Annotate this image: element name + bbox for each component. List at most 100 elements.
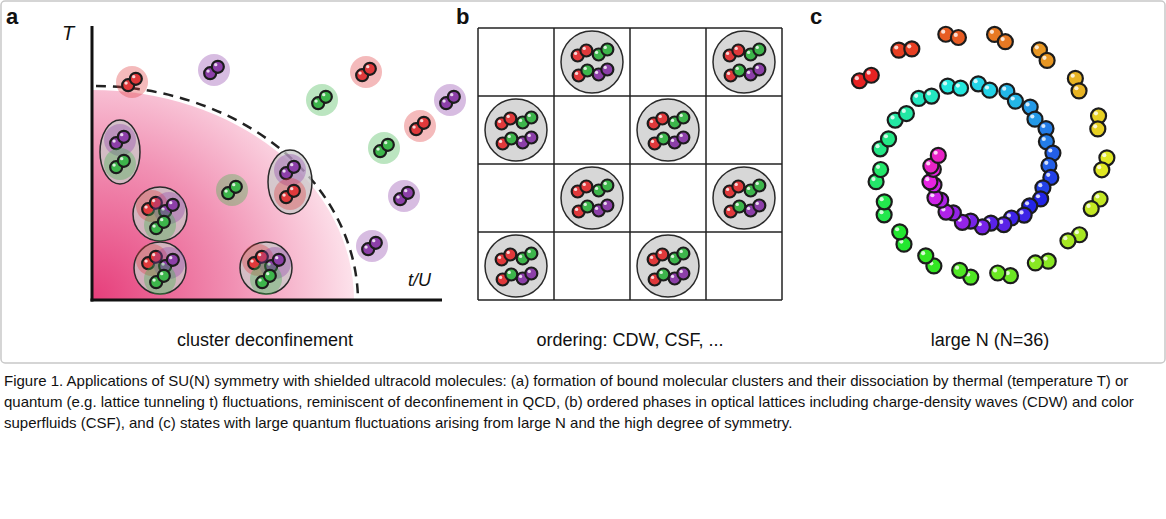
molecule-atom (677, 112, 689, 124)
atom-highlight (132, 75, 135, 78)
molecule-halo (274, 178, 306, 210)
molecule-halo (434, 84, 466, 116)
axis-label: t/U (408, 270, 458, 291)
molecular-cluster (100, 120, 140, 184)
atom-highlight (1071, 74, 1075, 78)
molecule-atom (1090, 121, 1105, 136)
molecule-atom (448, 91, 460, 103)
atom-highlight (1031, 258, 1035, 262)
atom-highlight (575, 72, 578, 75)
molecule-atom (733, 201, 745, 213)
atom-highlight (930, 193, 934, 197)
atom-highlight (583, 47, 586, 50)
atom-highlight (756, 46, 759, 49)
molecule-halo (104, 148, 136, 180)
molecular-cluster (561, 31, 623, 93)
atom-highlight (726, 188, 729, 191)
atom-highlight (595, 71, 598, 74)
atom-highlight (1038, 183, 1042, 187)
atom-highlight (921, 251, 925, 255)
atom-highlight (680, 134, 683, 137)
molecule-atom (212, 61, 224, 73)
atom-highlight (519, 275, 522, 278)
figure-frame (1, 1, 1165, 363)
atom-highlight (120, 133, 123, 136)
panel-title: large N (N=36) (860, 330, 1120, 351)
atom-highlight (735, 47, 738, 50)
atom-highlight (412, 125, 415, 128)
panel-letter: b (456, 4, 480, 30)
atom-highlight (1046, 173, 1050, 177)
molecular-cluster (637, 99, 699, 161)
atom-highlight (266, 272, 269, 275)
molecule-atom (601, 200, 613, 212)
molecule-atom (656, 249, 668, 261)
molecule-atom (657, 269, 669, 281)
atom-highlight (1042, 56, 1046, 60)
atom-highlight (1044, 161, 1048, 165)
atom-highlight (404, 189, 407, 192)
atom-highlight (574, 52, 577, 55)
atom-highlight (314, 99, 317, 102)
atom-highlight (660, 271, 663, 274)
atom-highlight (152, 224, 155, 227)
molecule-atom (990, 266, 1005, 281)
atom-highlight (282, 193, 285, 196)
lattice-line (705, 28, 707, 300)
atom-highlight (376, 147, 379, 150)
atom-highlight (224, 189, 227, 192)
atom-highlight (528, 114, 531, 117)
atom-highlight (875, 144, 879, 148)
label-holder: t/U (408, 270, 458, 291)
molecule-halo (404, 110, 436, 142)
atom-highlight (498, 256, 501, 259)
phase-boundary (96, 86, 358, 300)
tunneling-axis (91, 299, 443, 302)
molecule-atom (753, 44, 765, 56)
molecular-cluster (485, 99, 547, 161)
molecule-atom (1084, 201, 1099, 216)
atom-highlight (855, 76, 859, 80)
molecule-atom (118, 155, 130, 167)
atom-highlight (943, 81, 947, 85)
molecule-atom (525, 132, 537, 144)
molecule-atom (924, 89, 939, 104)
molecule-atom (130, 73, 142, 85)
molecule-atom (899, 106, 914, 121)
atom-highlight (519, 119, 522, 122)
atom-highlight (671, 119, 674, 122)
atom-highlight (890, 115, 894, 119)
molecule-atom (230, 181, 242, 193)
atom-highlight (206, 69, 209, 72)
atom-highlight (604, 202, 607, 205)
atom-highlight (650, 120, 653, 123)
molecule-atom (264, 270, 276, 282)
molecule-halo (116, 66, 148, 98)
atom-highlight (575, 208, 578, 211)
atom-highlight (528, 250, 531, 253)
atom-highlight (659, 251, 662, 254)
axis-label: T (62, 22, 86, 45)
atom-highlight (1048, 148, 1052, 152)
panel-letter: a (6, 4, 30, 30)
molecule-atom (1008, 94, 1023, 109)
atom-highlight (1001, 37, 1005, 41)
panel-title: ordering: CDW, CSF, ... (480, 330, 780, 351)
atom-highlight (604, 66, 607, 69)
atom-highlight (144, 205, 147, 208)
atom-highlight (999, 220, 1003, 224)
atom-highlight (1097, 165, 1101, 169)
atom-highlight (1035, 45, 1039, 49)
molecule-atom (158, 270, 170, 282)
atom-highlight (1030, 114, 1034, 118)
atom-highlight (880, 197, 884, 201)
atom-highlight (671, 275, 674, 278)
molecule-halo (144, 209, 176, 241)
molecule-atom (732, 45, 744, 57)
atom-highlight (926, 161, 930, 165)
atom-highlight (1093, 124, 1097, 128)
molecule-atom (1028, 255, 1043, 270)
molecule-atom (1094, 162, 1109, 177)
molecule-atom (918, 248, 933, 263)
